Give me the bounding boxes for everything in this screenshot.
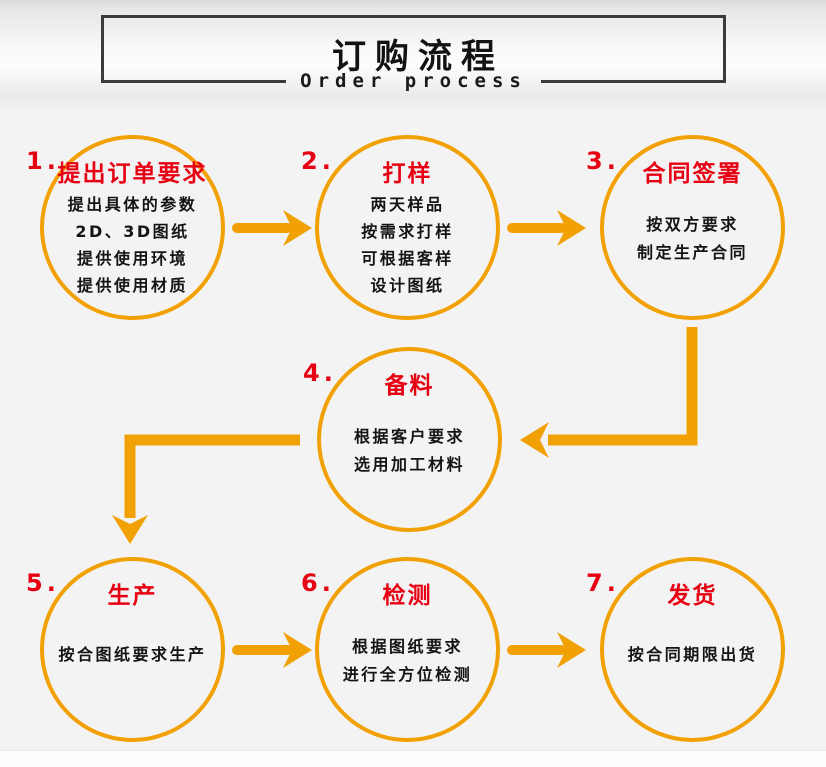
step-circle-6: 6. 检测 根据图纸要求 进行全方位检测 xyxy=(301,557,500,742)
step-details-6: 根据图纸要求 进行全方位检测 xyxy=(319,633,496,689)
step-number-5: 5. xyxy=(26,569,60,597)
arrow-step4-step5 xyxy=(124,434,300,518)
footer-band xyxy=(0,750,826,767)
step-circle-4: 4. 备料 根据客户要求 选用加工材料 xyxy=(303,347,502,532)
step-details-3: 按双方要求 制定生产合同 xyxy=(604,211,781,267)
step-circle-1: 1. 提出订单要求 提出具体的参数 2D、3D图纸 提供使用环境 提供使用材质 xyxy=(26,135,225,320)
step-detail-line: 制定生产合同 xyxy=(636,243,748,262)
step-number-1: 1. xyxy=(26,147,60,175)
step-detail-line: 2D、3D图纸 xyxy=(75,222,190,241)
step-detail-line: 按需求打样 xyxy=(361,222,454,241)
arrowhead-step1-step2 xyxy=(283,210,312,246)
step-details-4: 根据客户要求 选用加工材料 xyxy=(321,423,498,479)
step-number-7: 7. xyxy=(586,569,620,597)
step-title-4: 备料 xyxy=(384,373,435,399)
step-detail-line: 两天样品 xyxy=(370,195,445,214)
step-circle-5: 5. 生产 按合图纸要求生产 xyxy=(26,557,225,742)
arrow-step3-step4 xyxy=(548,327,698,446)
step-detail-line: 根据图纸要求 xyxy=(351,637,463,656)
step-detail-line: 设计图纸 xyxy=(370,276,445,295)
arrowhead-step3-step4 xyxy=(520,422,549,458)
step-circle-2: 2. 打样 两天样品 按需求打样 可根据客样 设计图纸 xyxy=(301,135,500,320)
step-details-5: 按合图纸要求生产 xyxy=(44,641,221,669)
step-detail-line: 按双方要求 xyxy=(646,215,739,234)
step-title-7: 发货 xyxy=(667,583,718,609)
step-number-2: 2. xyxy=(301,147,335,175)
divider-line-right xyxy=(540,79,726,83)
step-detail-line: 提供使用环境 xyxy=(76,249,188,268)
step-detail-line: 根据客户要求 xyxy=(353,427,465,446)
step-title-1: 提出订单要求 xyxy=(57,161,208,187)
step-details-1: 提出具体的参数 2D、3D图纸 提供使用环境 提供使用材质 xyxy=(44,191,221,299)
step-title-2: 打样 xyxy=(382,161,433,187)
header-subtitle-row: Order process xyxy=(101,67,726,95)
page-title: 订购流程 xyxy=(332,37,504,77)
step-title-3: 合同签署 xyxy=(642,161,743,187)
step-title-6: 检测 xyxy=(382,583,433,609)
header-band: 订购流程 Order process xyxy=(0,0,826,112)
arrowhead-step5-step6 xyxy=(283,632,312,668)
header-box: 订购流程 Order process xyxy=(101,15,726,92)
step-detail-line: 按合同期限出货 xyxy=(627,645,758,664)
step-number-3: 3. xyxy=(586,147,620,175)
step-circle-3: 3. 合同签署 按双方要求 制定生产合同 xyxy=(586,135,785,320)
step-circle-7: 7. 发货 按合同期限出货 xyxy=(586,557,785,742)
step-detail-line: 选用加工材料 xyxy=(353,455,465,474)
arrowhead-step2-step3 xyxy=(557,210,586,246)
step-detail-line: 进行全方位检测 xyxy=(342,665,473,684)
step-detail-line: 可根据客样 xyxy=(361,249,454,268)
step-title-5: 生产 xyxy=(107,583,158,609)
step-details-7: 按合同期限出货 xyxy=(604,641,781,669)
step-number-4: 4. xyxy=(303,359,337,387)
step-detail-line: 提供使用材质 xyxy=(76,276,188,295)
arrowhead-step6-step7 xyxy=(557,632,586,668)
step-details-2: 两天样品 按需求打样 可根据客样 设计图纸 xyxy=(319,191,496,299)
step-detail-line: 按合图纸要求生产 xyxy=(58,645,207,664)
divider-line-left xyxy=(101,79,287,83)
page-subtitle: Order process xyxy=(300,70,527,92)
step-detail-line: 提出具体的参数 xyxy=(67,195,198,214)
arrowhead-step4-step5 xyxy=(112,515,148,544)
step-number-6: 6. xyxy=(301,569,335,597)
